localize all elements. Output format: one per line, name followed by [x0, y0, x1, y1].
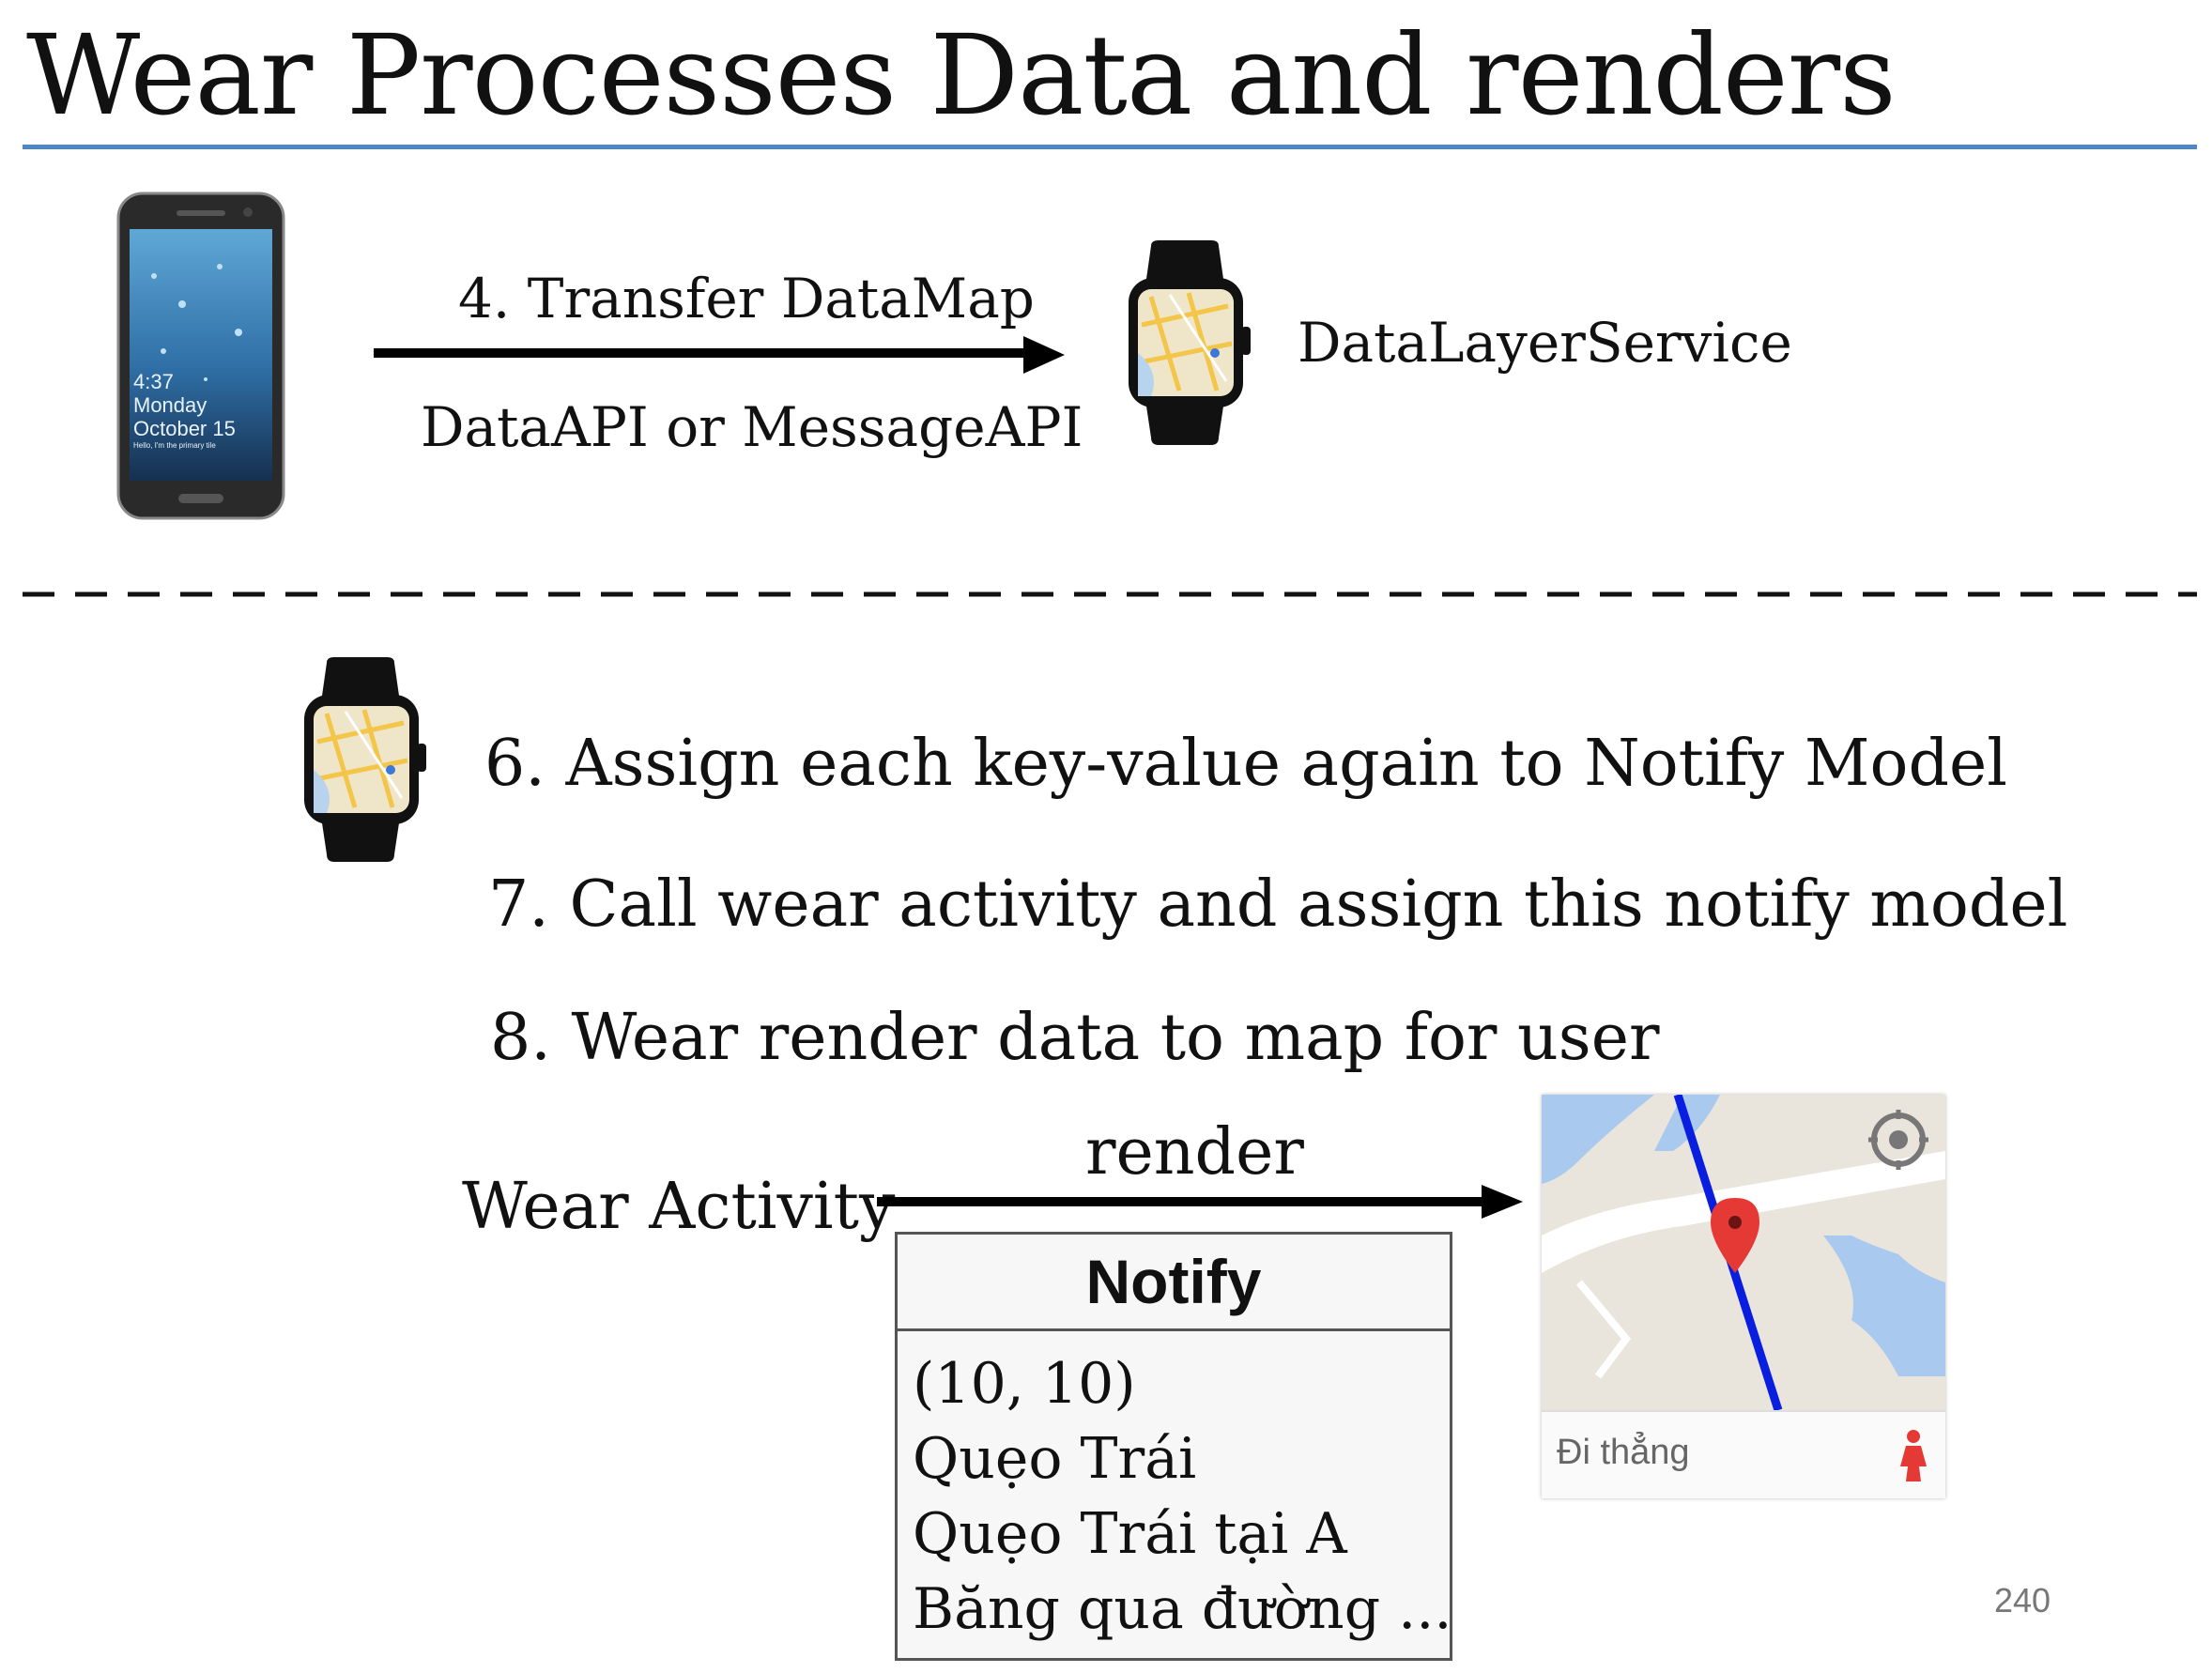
- smartwatch-icon: [1129, 240, 1251, 445]
- section-divider: [23, 591, 2197, 597]
- arrow-label-api: DataAPI or MessageAPI: [421, 395, 1083, 459]
- watch-image-bottom: [299, 657, 428, 862]
- map-canvas: [1542, 1095, 1945, 1412]
- render-arrow: [877, 1185, 1523, 1219]
- transfer-arrow: [374, 336, 1065, 374]
- slide-title: Wear Processes Data and renders: [26, 10, 1897, 140]
- notify-fields: (10, 10) Quẹo Trái Quẹo Trái tại A Băng …: [898, 1331, 1452, 1647]
- phone-date: October 15: [133, 417, 236, 440]
- notify-model-box: Notify (10, 10) Quẹo Trái Quẹo Trái tại …: [895, 1232, 1452, 1661]
- step-6: 6. Assign each key-value again to Notify…: [484, 727, 2008, 801]
- map-footer: Đi thẳng: [1542, 1410, 1945, 1498]
- smartwatch-icon: [304, 657, 426, 862]
- phone-icon: [116, 192, 285, 520]
- map-view: Đi thẳng: [1542, 1095, 1945, 1498]
- notify-field: (10, 10): [913, 1351, 1136, 1417]
- render-label: render: [1085, 1115, 1304, 1190]
- data-layer-service-label: DataLayerService: [1298, 311, 1792, 375]
- title-underline: [23, 145, 2197, 149]
- step-8: 8. Wear render data to map for user: [490, 1001, 1660, 1075]
- pedestrian-icon: [1900, 1430, 1927, 1481]
- notify-field: Quẹo Trái: [913, 1426, 1197, 1492]
- map-instruction: Đi thẳng: [1557, 1433, 1690, 1472]
- step-7: 7. Call wear activity and assign this no…: [488, 867, 2068, 942]
- phone-time: 4:37: [133, 370, 174, 393]
- map-pin-icon: [1711, 1198, 1759, 1273]
- notify-field: Băng qua đường ...: [913, 1576, 1452, 1642]
- arrow-label-transfer: 4. Transfer DataMap: [458, 267, 1035, 330]
- phone-day: Monday: [133, 393, 207, 417]
- notify-field: Quẹo Trái tại A: [913, 1501, 1347, 1567]
- wear-activity-label: Wear Activity: [462, 1170, 896, 1244]
- phone-message: Hello, I'm the primary tile: [133, 441, 216, 450]
- page-number: 240: [1994, 1581, 2051, 1619]
- notify-header: Notify: [898, 1235, 1450, 1331]
- phone-image: 4:37 Monday October 15 Hello, I'm the pr…: [116, 192, 285, 520]
- watch-image-top: [1123, 240, 1252, 445]
